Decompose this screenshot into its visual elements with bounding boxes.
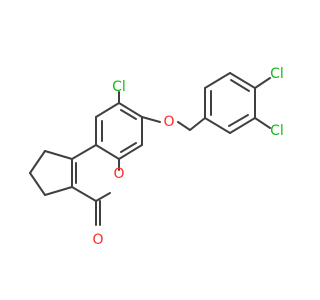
diagram-canvas: Cl Cl Cl O O O (29, 66, 284, 248)
bond-lines (29, 72, 271, 226)
molecule-structure: Cl Cl Cl O O O (29, 66, 284, 248)
chlorine-label-top-left: Cl (112, 79, 126, 95)
chlorine-label-right: Cl (270, 123, 284, 139)
ring-oxygen-label: O (113, 166, 124, 182)
ether-oxygen-label: O (163, 114, 174, 130)
carbonyl-oxygen-label: O (92, 232, 103, 248)
atom-labels: Cl Cl Cl O O O (92, 66, 283, 248)
chlorine-label-top-right: Cl (270, 66, 284, 82)
